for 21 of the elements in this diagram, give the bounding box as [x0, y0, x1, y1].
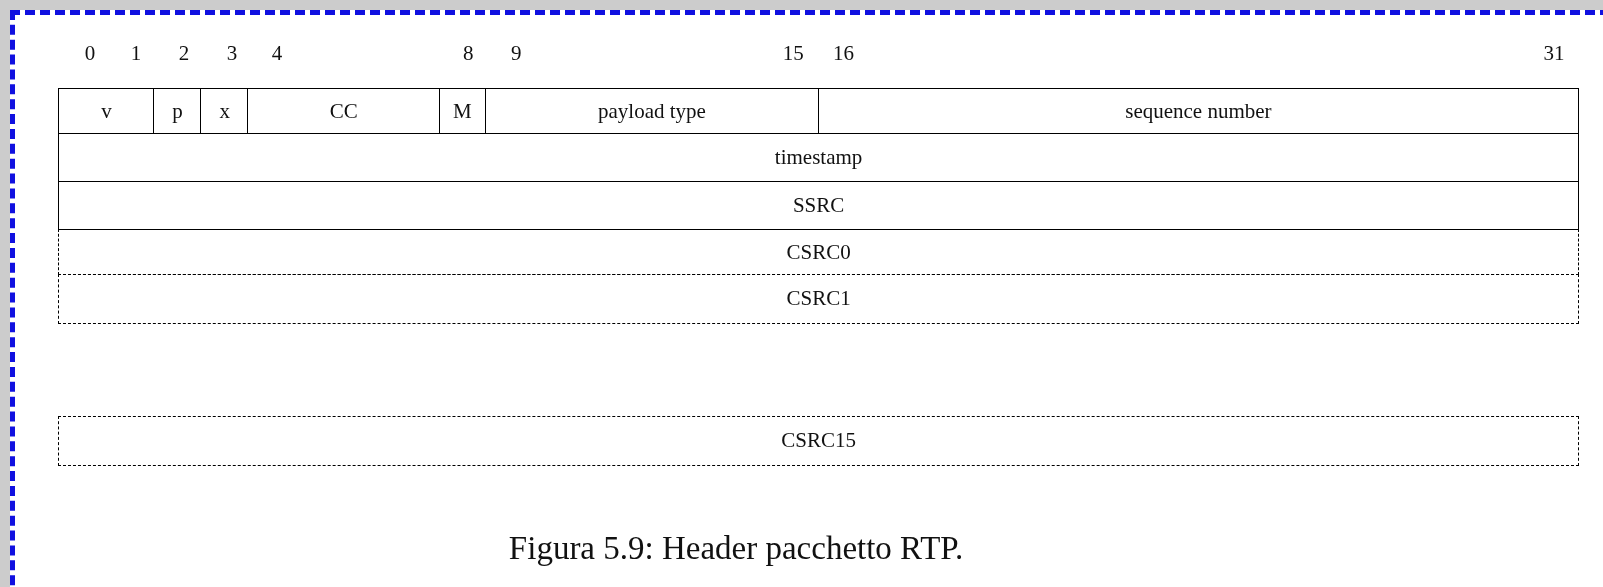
csrc-field: CSRC0 [58, 229, 1579, 276]
bit-number: 16 [832, 40, 854, 66]
ssrc-field: SSRC [58, 180, 1579, 231]
timestamp-field: timestamp [58, 132, 1579, 183]
bit-number: 1 [130, 40, 142, 66]
figure-caption: Figura 5.9: Header pacchetto RTP. [508, 529, 964, 567]
bit-number: 31 [1543, 40, 1565, 66]
bit-number: 4 [271, 40, 283, 66]
csrc-field: CSRC1 [58, 273, 1579, 324]
bit-number: 8 [462, 40, 474, 66]
version-field: v [58, 87, 155, 135]
bit-number: 2 [178, 40, 190, 66]
extension-field: x [200, 87, 249, 135]
csrc-count-field: CC [247, 87, 441, 135]
bit-number: 3 [226, 40, 238, 66]
padding-field: p [153, 87, 202, 135]
sequence-number-field: sequence number [817, 87, 1579, 135]
bit-number: 15 [782, 40, 804, 66]
bit-number: 0 [84, 40, 96, 66]
csrc-field: CSRC15 [58, 416, 1579, 466]
bit-number: 9 [511, 40, 522, 66]
